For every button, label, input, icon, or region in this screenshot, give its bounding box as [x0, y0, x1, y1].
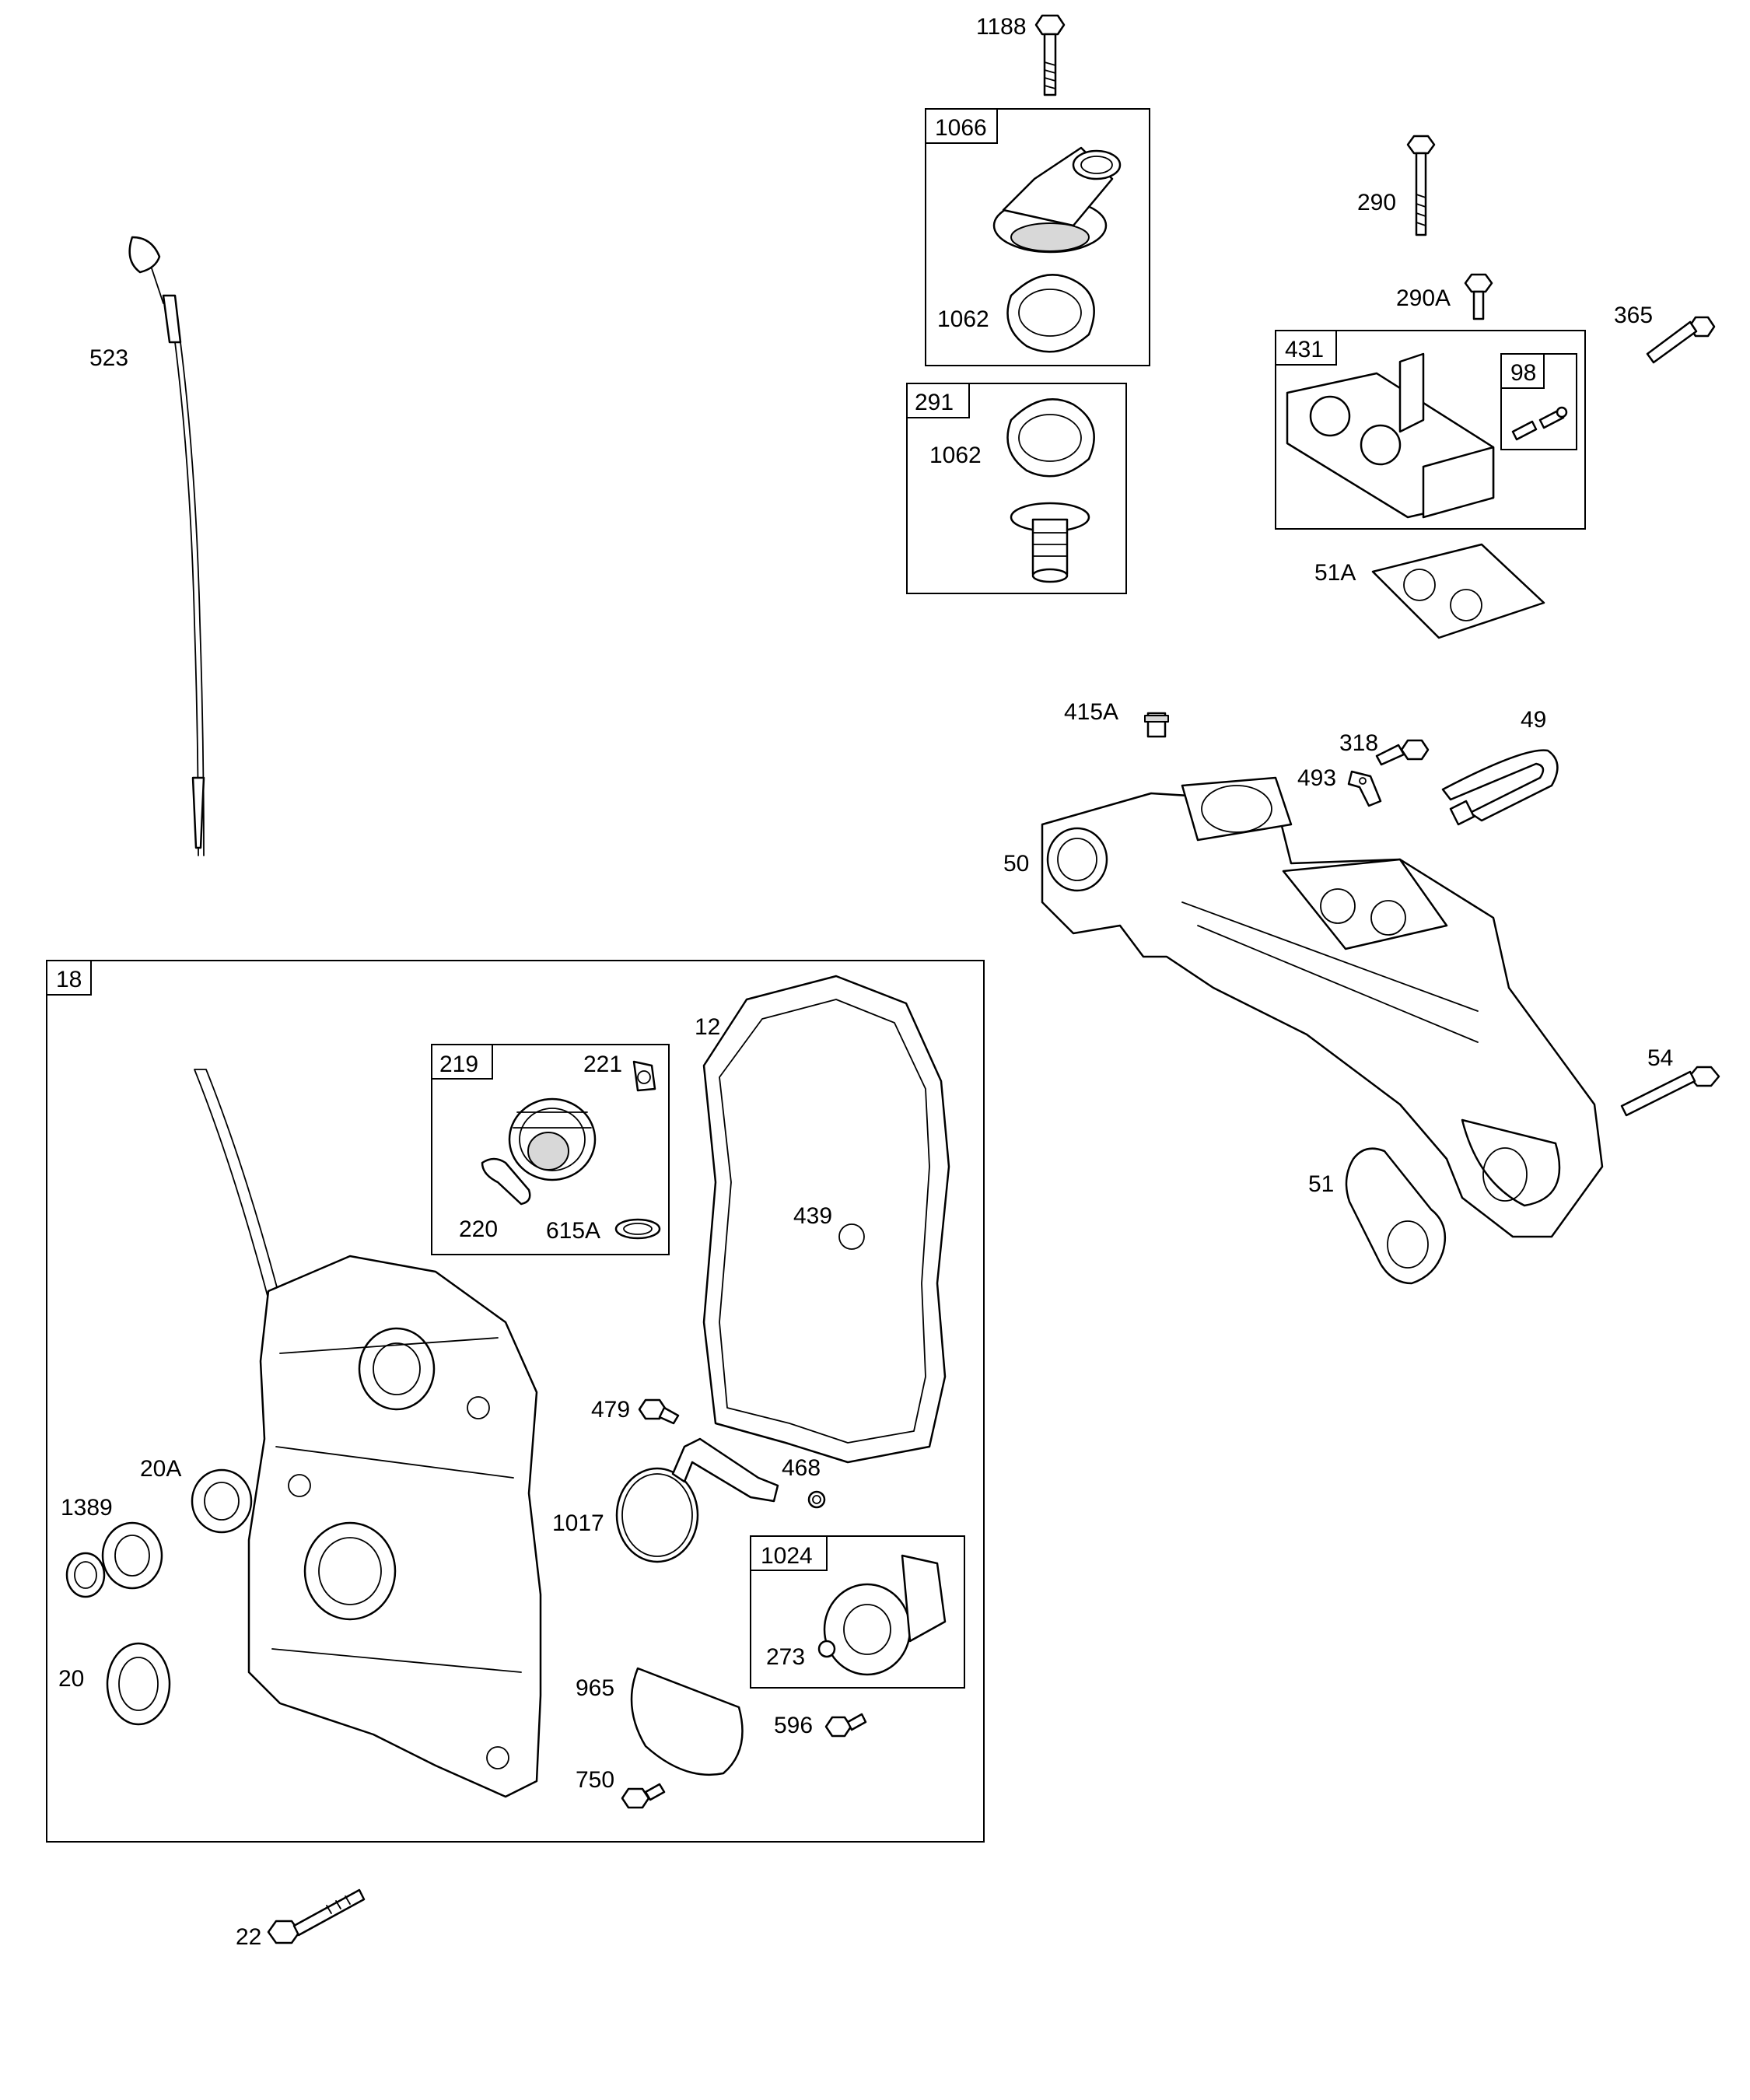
seal-20 — [106, 1642, 171, 1726]
bearing-1389 — [65, 1521, 163, 1598]
bolt-1188 — [1034, 14, 1066, 96]
gasket-51A — [1371, 543, 1545, 639]
gasket-12 — [702, 975, 950, 1464]
screw-596 — [824, 1713, 867, 1738]
callout-1188: 1188 — [976, 14, 1027, 40]
callout-290: 290 — [1357, 190, 1396, 215]
intake-manifold-50 — [1041, 776, 1604, 1238]
gasket-1062-lower — [1006, 398, 1095, 478]
callout-220: 220 — [459, 1216, 498, 1242]
group-box-219 — [431, 1044, 670, 1255]
o-ring-468 — [807, 1490, 826, 1509]
callout-479: 479 — [591, 1397, 630, 1423]
oil-pump-assembly — [823, 1554, 947, 1676]
dipstick-523 — [128, 236, 205, 856]
callout-365: 365 — [1614, 303, 1653, 328]
thermostat-housing — [992, 146, 1122, 254]
callout-12: 12 — [695, 1014, 720, 1040]
washer-221 — [632, 1060, 656, 1092]
callout-50: 50 — [1003, 851, 1029, 877]
callout-20A: 20A — [140, 1456, 181, 1482]
callout-965: 965 — [576, 1675, 614, 1701]
callout-221: 221 — [583, 1052, 622, 1077]
screw-750 — [621, 1783, 666, 1809]
callout-415A: 415A — [1064, 699, 1118, 725]
callout-290A: 290A — [1396, 285, 1451, 311]
group-box-291 — [906, 383, 1127, 594]
callout-1062-upper: 1062 — [937, 306, 989, 332]
callout-439: 439 — [793, 1203, 832, 1229]
callout-49: 49 — [1521, 707, 1546, 733]
bolt-290A — [1464, 273, 1493, 320]
callout-596: 596 — [774, 1713, 813, 1738]
group-tag-291 — [906, 383, 970, 418]
retaining-ring-615A — [614, 1218, 661, 1240]
screw-98 — [1511, 406, 1568, 441]
bolt-365 — [1646, 316, 1716, 364]
o-ring-273 — [817, 1640, 836, 1658]
callout-615A: 615A — [546, 1218, 600, 1244]
group-tag-18 — [46, 960, 92, 996]
callout-318: 318 — [1339, 730, 1378, 756]
governor-gear-assembly — [508, 1097, 597, 1181]
spacer-220 — [481, 1157, 531, 1206]
screw-479 — [638, 1398, 680, 1425]
bolt-22 — [267, 1888, 366, 1944]
callout-219: 219 — [439, 1052, 478, 1077]
oil-pickup-1017 — [615, 1437, 779, 1563]
elbow-intake-431 — [1286, 352, 1495, 519]
callout-1062-lower: 1062 — [929, 443, 982, 468]
callout-291: 291 — [915, 390, 954, 415]
callout-493: 493 — [1297, 765, 1336, 791]
callout-22: 22 — [236, 1924, 261, 1950]
callout-523: 523 — [89, 345, 128, 371]
crankcase-cover — [194, 1069, 542, 1798]
callout-273: 273 — [766, 1644, 805, 1670]
breather-tube-49 — [1441, 749, 1559, 826]
callout-1017: 1017 — [552, 1510, 604, 1536]
callout-468: 468 — [782, 1455, 821, 1481]
group-box-18 — [46, 960, 985, 1843]
callout-750: 750 — [576, 1767, 614, 1793]
callout-1389: 1389 — [61, 1495, 113, 1521]
gasket-51 — [1345, 1147, 1447, 1285]
callout-98: 98 — [1510, 360, 1536, 386]
cover-plate-965 — [630, 1667, 744, 1776]
callout-431: 431 — [1285, 337, 1324, 362]
thermostat — [1010, 502, 1090, 583]
group-tag-1066 — [925, 108, 998, 144]
callout-51: 51 — [1308, 1171, 1334, 1197]
group-box-1066 — [925, 108, 1150, 366]
group-box-1024 — [750, 1535, 965, 1689]
callout-18: 18 — [56, 967, 82, 992]
group-tag-431 — [1275, 330, 1337, 366]
callout-54: 54 — [1647, 1045, 1673, 1071]
group-box-431 — [1275, 330, 1586, 530]
callout-1066: 1066 — [935, 115, 987, 141]
bolt-54 — [1620, 1066, 1720, 1117]
plug-415A — [1144, 712, 1169, 738]
seal-20A — [191, 1468, 253, 1534]
callout-20: 20 — [58, 1666, 84, 1692]
group-tag-219 — [431, 1044, 493, 1080]
bolt-290 — [1406, 135, 1436, 236]
gasket-1062-upper — [1006, 274, 1095, 353]
callout-1024: 1024 — [761, 1543, 813, 1569]
bolt-318 — [1375, 739, 1430, 766]
callout-51A: 51A — [1314, 560, 1356, 586]
group-tag-98 — [1500, 353, 1545, 389]
group-tag-1024 — [750, 1535, 828, 1571]
clip-493 — [1347, 770, 1382, 807]
